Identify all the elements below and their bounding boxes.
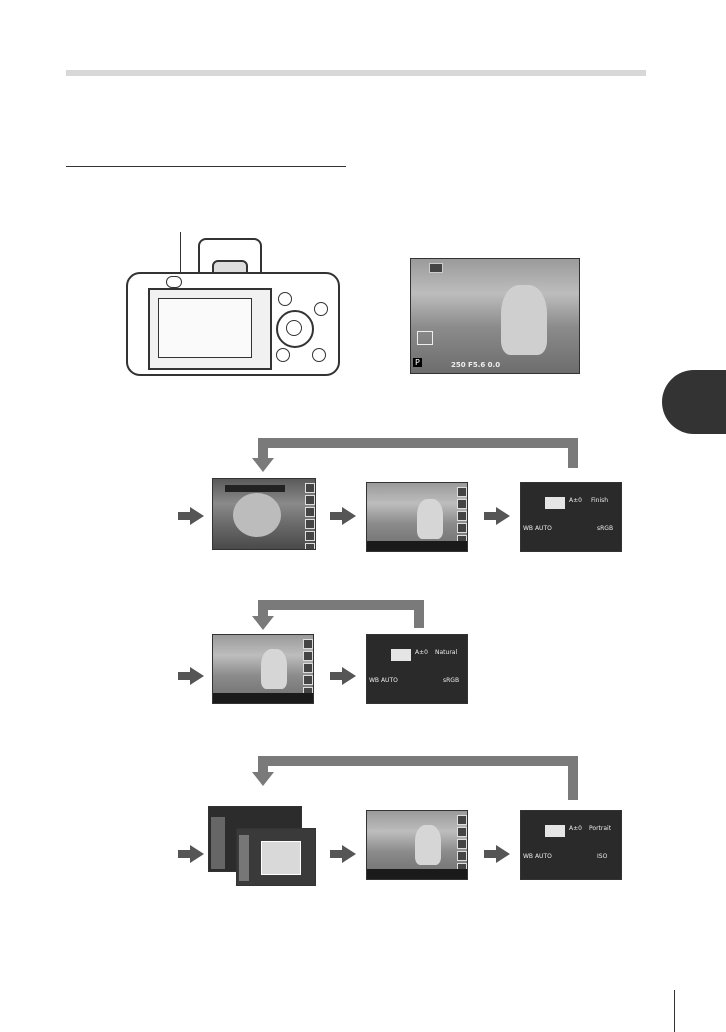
menu-sidebar-icon-4 xyxy=(457,815,467,879)
panel-row-srgb-1: sRGB xyxy=(597,525,614,532)
subject-figure xyxy=(501,285,547,355)
panel-top-left-1: A±0 xyxy=(569,497,582,504)
art-menu-screen xyxy=(212,478,316,550)
scene-portrait-photo xyxy=(261,841,301,875)
loop-arrow-icon-3 xyxy=(252,772,274,786)
scene-menu-screen-front xyxy=(236,828,316,886)
scene-icon-column xyxy=(239,835,249,881)
panel-row-iso-3: ISO xyxy=(597,853,608,860)
loop-arrow-top-2 xyxy=(258,600,424,610)
art-title-bar xyxy=(225,485,285,492)
super-control-panel-3: A±0 Portrait WB AUTO ISO xyxy=(520,810,622,880)
loop-arrow-icon-2 xyxy=(252,616,274,630)
exposure-readout: 250 F5.6 0.0 xyxy=(451,361,501,369)
super-panel-bg-1 xyxy=(521,483,621,551)
panel-row-srgb-2: sRGB xyxy=(443,677,460,684)
live-view-screen: P 250 F5.6 0.0 xyxy=(410,258,580,374)
loop-arrow-icon xyxy=(252,458,274,472)
subject-figure-3 xyxy=(261,649,287,689)
mode-arrow-icon-7 xyxy=(330,845,356,863)
super-control-panel-2: A±0 Natural WB AUTO sRGB xyxy=(366,634,468,704)
af-frame-icon xyxy=(417,331,433,345)
mode-arrow-icon-4 xyxy=(178,667,204,685)
ok-button[interactable] xyxy=(286,320,302,336)
mode-arrow-icon-3 xyxy=(484,507,510,525)
live-view-photo xyxy=(411,259,579,373)
flower-blob xyxy=(233,493,281,537)
loop-arrow-top xyxy=(258,438,578,448)
live-control-screen-1 xyxy=(366,482,468,552)
super-panel-bg-3 xyxy=(521,811,621,879)
panel-top-right-1: Finish xyxy=(591,497,609,504)
mode-arrow-icon-6 xyxy=(178,845,204,863)
menu-sidebar-icon xyxy=(305,483,315,549)
loop-arrow-right-2 xyxy=(414,600,424,628)
subject-figure-2 xyxy=(417,499,443,539)
panel-top-left-3: A±0 xyxy=(569,825,582,832)
camera-lcd-inner xyxy=(158,298,252,358)
panel-top-right-2: Natural xyxy=(435,649,458,656)
panel-top-left-2: A±0 xyxy=(415,649,428,656)
panel-top-right-3: Portrait xyxy=(589,825,612,832)
chapter-tab xyxy=(662,370,726,434)
camera-button-3[interactable] xyxy=(276,348,290,362)
live-control-strip-1 xyxy=(367,541,467,551)
loop-arrow-top-3 xyxy=(258,756,578,766)
panel-white-cell-3 xyxy=(545,825,565,837)
camera-back-illustration xyxy=(126,232,342,376)
loop-arrow-left xyxy=(258,438,268,460)
info-button[interactable] xyxy=(166,276,182,288)
loop-arrow-left-2 xyxy=(258,600,268,618)
panel-row-ws-3: WB AUTO xyxy=(523,853,552,860)
mode-arrow-icon-8 xyxy=(484,845,510,863)
live-control-screen-2 xyxy=(212,634,314,704)
loop-arrow-right xyxy=(568,438,578,468)
loop-arrow-right-3 xyxy=(568,756,578,800)
top-indicator-icon xyxy=(429,263,443,273)
camera-button-2[interactable] xyxy=(314,302,328,316)
live-control-screen-3 xyxy=(366,810,468,880)
panel-white-cell-2 xyxy=(391,649,411,661)
subject-figure-4 xyxy=(415,825,441,865)
live-control-strip-3 xyxy=(367,869,467,879)
panel-row-ws-1: WB AUTO xyxy=(523,525,552,532)
heading-underline xyxy=(66,166,346,167)
mode-arrow-icon-5 xyxy=(330,667,356,685)
mode-arrow-icon xyxy=(178,507,204,525)
arrow-pad-dial[interactable] xyxy=(276,310,314,348)
super-panel-bg-2 xyxy=(367,635,467,703)
section-header-bar xyxy=(66,70,646,76)
callout-line xyxy=(180,232,181,278)
super-control-panel-1: A±0 Finish WB AUTO sRGB xyxy=(520,482,622,552)
loop-arrow-left-3 xyxy=(258,756,268,774)
panel-white-cell-1 xyxy=(545,497,565,509)
camera-button-4[interactable] xyxy=(312,348,326,362)
page-number-rule xyxy=(674,990,675,1032)
scene-list-bg xyxy=(211,817,225,869)
camera-button-1[interactable] xyxy=(278,292,292,306)
live-control-strip-2 xyxy=(213,693,313,703)
mode-indicator: P xyxy=(413,358,422,367)
panel-row-ws-2: WB AUTO xyxy=(369,677,398,684)
mode-arrow-icon-2 xyxy=(330,507,356,525)
